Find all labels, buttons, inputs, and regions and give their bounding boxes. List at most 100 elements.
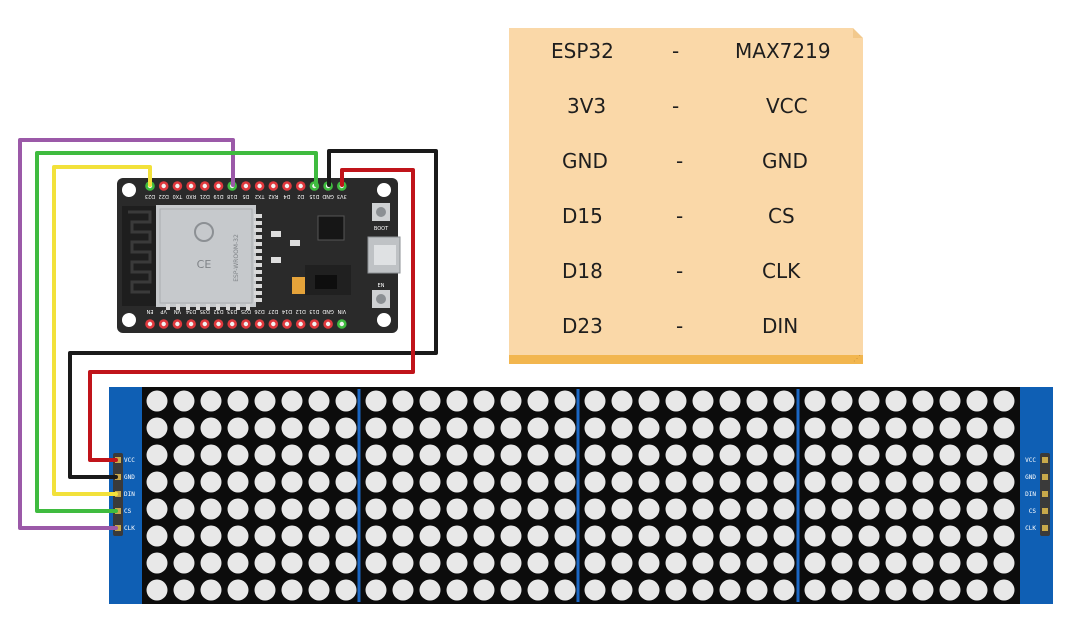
esp32-pin-hole	[339, 321, 344, 327]
header-right: MAX7219	[735, 39, 831, 63]
led-dot	[473, 471, 495, 493]
led-dot	[554, 579, 576, 601]
led-dot	[308, 417, 330, 439]
led-dot	[419, 390, 441, 412]
led-dot	[554, 417, 576, 439]
led-dot	[939, 471, 961, 493]
mapping-left: 3V3	[567, 94, 607, 118]
led-dot	[746, 552, 768, 574]
led-dot	[584, 552, 606, 574]
boot-label: BOOT	[374, 226, 389, 232]
wires	[18, 138, 438, 530]
en-button-cap	[376, 294, 386, 304]
pin-mapping-note: ESP32 - MAX7219 3V3 - VCC GND - GND D15 …	[509, 28, 863, 364]
led-dot	[281, 471, 303, 493]
module-pad	[206, 304, 210, 310]
module-pad	[196, 304, 200, 310]
led-dot	[365, 390, 387, 412]
led-dot	[200, 552, 222, 574]
led-dot	[281, 498, 303, 520]
led-dot	[665, 552, 687, 574]
esp32-pin-label: RX2	[268, 193, 278, 199]
led-dot	[858, 525, 880, 547]
led-dot	[281, 390, 303, 412]
led-dot	[638, 390, 660, 412]
esp32-pin-label: EN	[146, 308, 153, 314]
led-dot	[638, 525, 660, 547]
regulator-chip	[315, 275, 337, 289]
module-pad	[254, 277, 262, 281]
led-dot	[554, 498, 576, 520]
led-dot	[665, 417, 687, 439]
led-dot	[500, 498, 522, 520]
esp32-pin-label: D26	[254, 308, 264, 314]
ce-mark: CE	[197, 258, 212, 271]
esp32-pin-label: D18	[227, 193, 237, 199]
pin-label: GND	[1025, 474, 1036, 481]
led-dot	[993, 525, 1015, 547]
led-dot	[473, 390, 495, 412]
led-dot	[365, 525, 387, 547]
led-dot	[473, 417, 495, 439]
led-dot	[173, 444, 195, 466]
led-dot	[912, 390, 934, 412]
led-dot	[638, 579, 660, 601]
mapping-row: GND - GND	[509, 141, 863, 181]
led-dot	[173, 525, 195, 547]
esp32-pin-hole	[284, 183, 290, 189]
led-dot	[584, 471, 606, 493]
esp32-pin-label: VP	[160, 308, 166, 314]
esp32-pin-label: VN	[174, 308, 181, 314]
mapping-row: D18 - CLK	[509, 251, 863, 291]
esp32-pin-label: GND	[322, 193, 334, 199]
led-dot	[419, 471, 441, 493]
module-pad	[186, 304, 190, 310]
led-dot	[831, 390, 853, 412]
esp32-pin-label: VIN	[337, 308, 346, 314]
led-dot	[773, 579, 795, 601]
led-dot	[719, 390, 741, 412]
led-dot	[966, 525, 988, 547]
led-dot	[500, 417, 522, 439]
led-dot	[200, 579, 222, 601]
module-pad	[254, 291, 262, 295]
mapping-sep: -	[676, 259, 684, 283]
led-dot	[335, 525, 357, 547]
matrix-dots	[146, 390, 1015, 601]
led-dot	[308, 525, 330, 547]
led-dot	[308, 498, 330, 520]
led-dot	[335, 579, 357, 601]
led-dot	[392, 417, 414, 439]
led-dot	[804, 471, 826, 493]
led-dot	[912, 471, 934, 493]
antenna-trace	[128, 210, 152, 294]
mapping-header-row: ESP32 - MAX7219	[509, 31, 863, 71]
led-dot	[966, 471, 988, 493]
led-dot	[200, 417, 222, 439]
led-dot	[419, 417, 441, 439]
esp32-pin-label: D34	[186, 308, 196, 314]
esp32-pin-hole	[271, 183, 276, 189]
pin-label: DIN	[1025, 491, 1036, 498]
esp32-pin-hole	[188, 321, 194, 327]
led-dot	[584, 390, 606, 412]
led-dot	[858, 552, 880, 574]
led-dot	[773, 471, 795, 493]
led-dot	[392, 579, 414, 601]
led-dot	[419, 498, 441, 520]
esp32-pin-label: 3V3	[337, 193, 347, 199]
mapping-row: D15 - CS	[509, 196, 863, 236]
mapping-sep: -	[676, 314, 684, 338]
led-dot	[719, 417, 741, 439]
led-dot	[308, 579, 330, 601]
led-dot	[227, 471, 249, 493]
esp32-pin-hole	[188, 183, 194, 189]
esp32-pin-label: D25	[241, 308, 251, 314]
led-dot	[638, 552, 660, 574]
led-dot	[719, 498, 741, 520]
led-dot	[392, 498, 414, 520]
led-dot	[993, 552, 1015, 574]
smd-1	[271, 231, 281, 237]
led-dot	[692, 471, 714, 493]
